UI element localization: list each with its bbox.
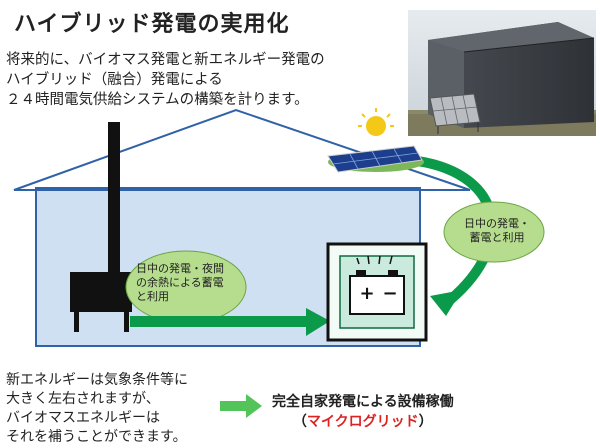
battery-box: [326, 242, 428, 342]
bubble-left-line-2: の余熱による蓄電: [136, 276, 224, 289]
intro-line-3: ２４時間電気供給システムの構築を計ります。: [6, 92, 309, 108]
bottom-note-line-4: それを補うことができます。: [6, 429, 187, 445]
result-open-paren: （: [292, 414, 307, 430]
bottom-note: 新エネルギーは気象条件等に 大きく左右されますが、 バイオマスエネルギーは それ…: [6, 371, 188, 447]
result-sub: マイクログリッド: [306, 414, 419, 430]
arrow-stove-to-battery: [130, 308, 330, 336]
page-title: ハイブリッド発電の実用化: [14, 12, 290, 37]
arrow-result: [220, 394, 262, 418]
intro-text: 将来的に、バイオマス発電と新エネルギー発電の ハイブリッド（融合）発電による ２…: [6, 50, 325, 110]
result-sub-line: （マイクログリッド）: [272, 412, 454, 432]
bubble-left-line-1: 日中の発電・夜間: [136, 262, 224, 275]
bubble-right-line-2: 蓄電と利用: [469, 231, 525, 244]
bottom-note-line-2: 大きく左右されますが、: [6, 391, 160, 407]
bubble-right-text: 日中の発電・ 蓄電と利用: [452, 217, 542, 245]
solar-panel-icon: [327, 108, 424, 173]
result-close-paren: ）: [418, 414, 433, 430]
biomass-stove: [70, 122, 132, 332]
bottom-note-line-1: 新エネルギーは気象条件等に: [6, 372, 188, 388]
building-photo: [408, 10, 596, 136]
bubble-right-line-1: 日中の発電・: [464, 217, 530, 230]
bubble-right: [443, 201, 545, 263]
battery-plus-symbol: +: [359, 283, 375, 304]
bubble-left-line-3: と利用: [136, 290, 169, 303]
battery-minus-symbol: −: [382, 283, 398, 304]
result-text: 完全自家発電による設備稼働 （マイクログリッド）: [272, 392, 454, 432]
intro-line-2: ハイブリッド（融合）発電による: [6, 72, 223, 88]
intro-line-1: 将来的に、バイオマス発電と新エネルギー発電の: [6, 52, 325, 68]
bottom-note-line-3: バイオマスエネルギーは: [6, 410, 160, 426]
bubble-left-text: 日中の発電・夜間 の余熱による蓄電 と利用: [136, 262, 248, 304]
result-main: 完全自家発電による設備稼働: [272, 394, 454, 410]
